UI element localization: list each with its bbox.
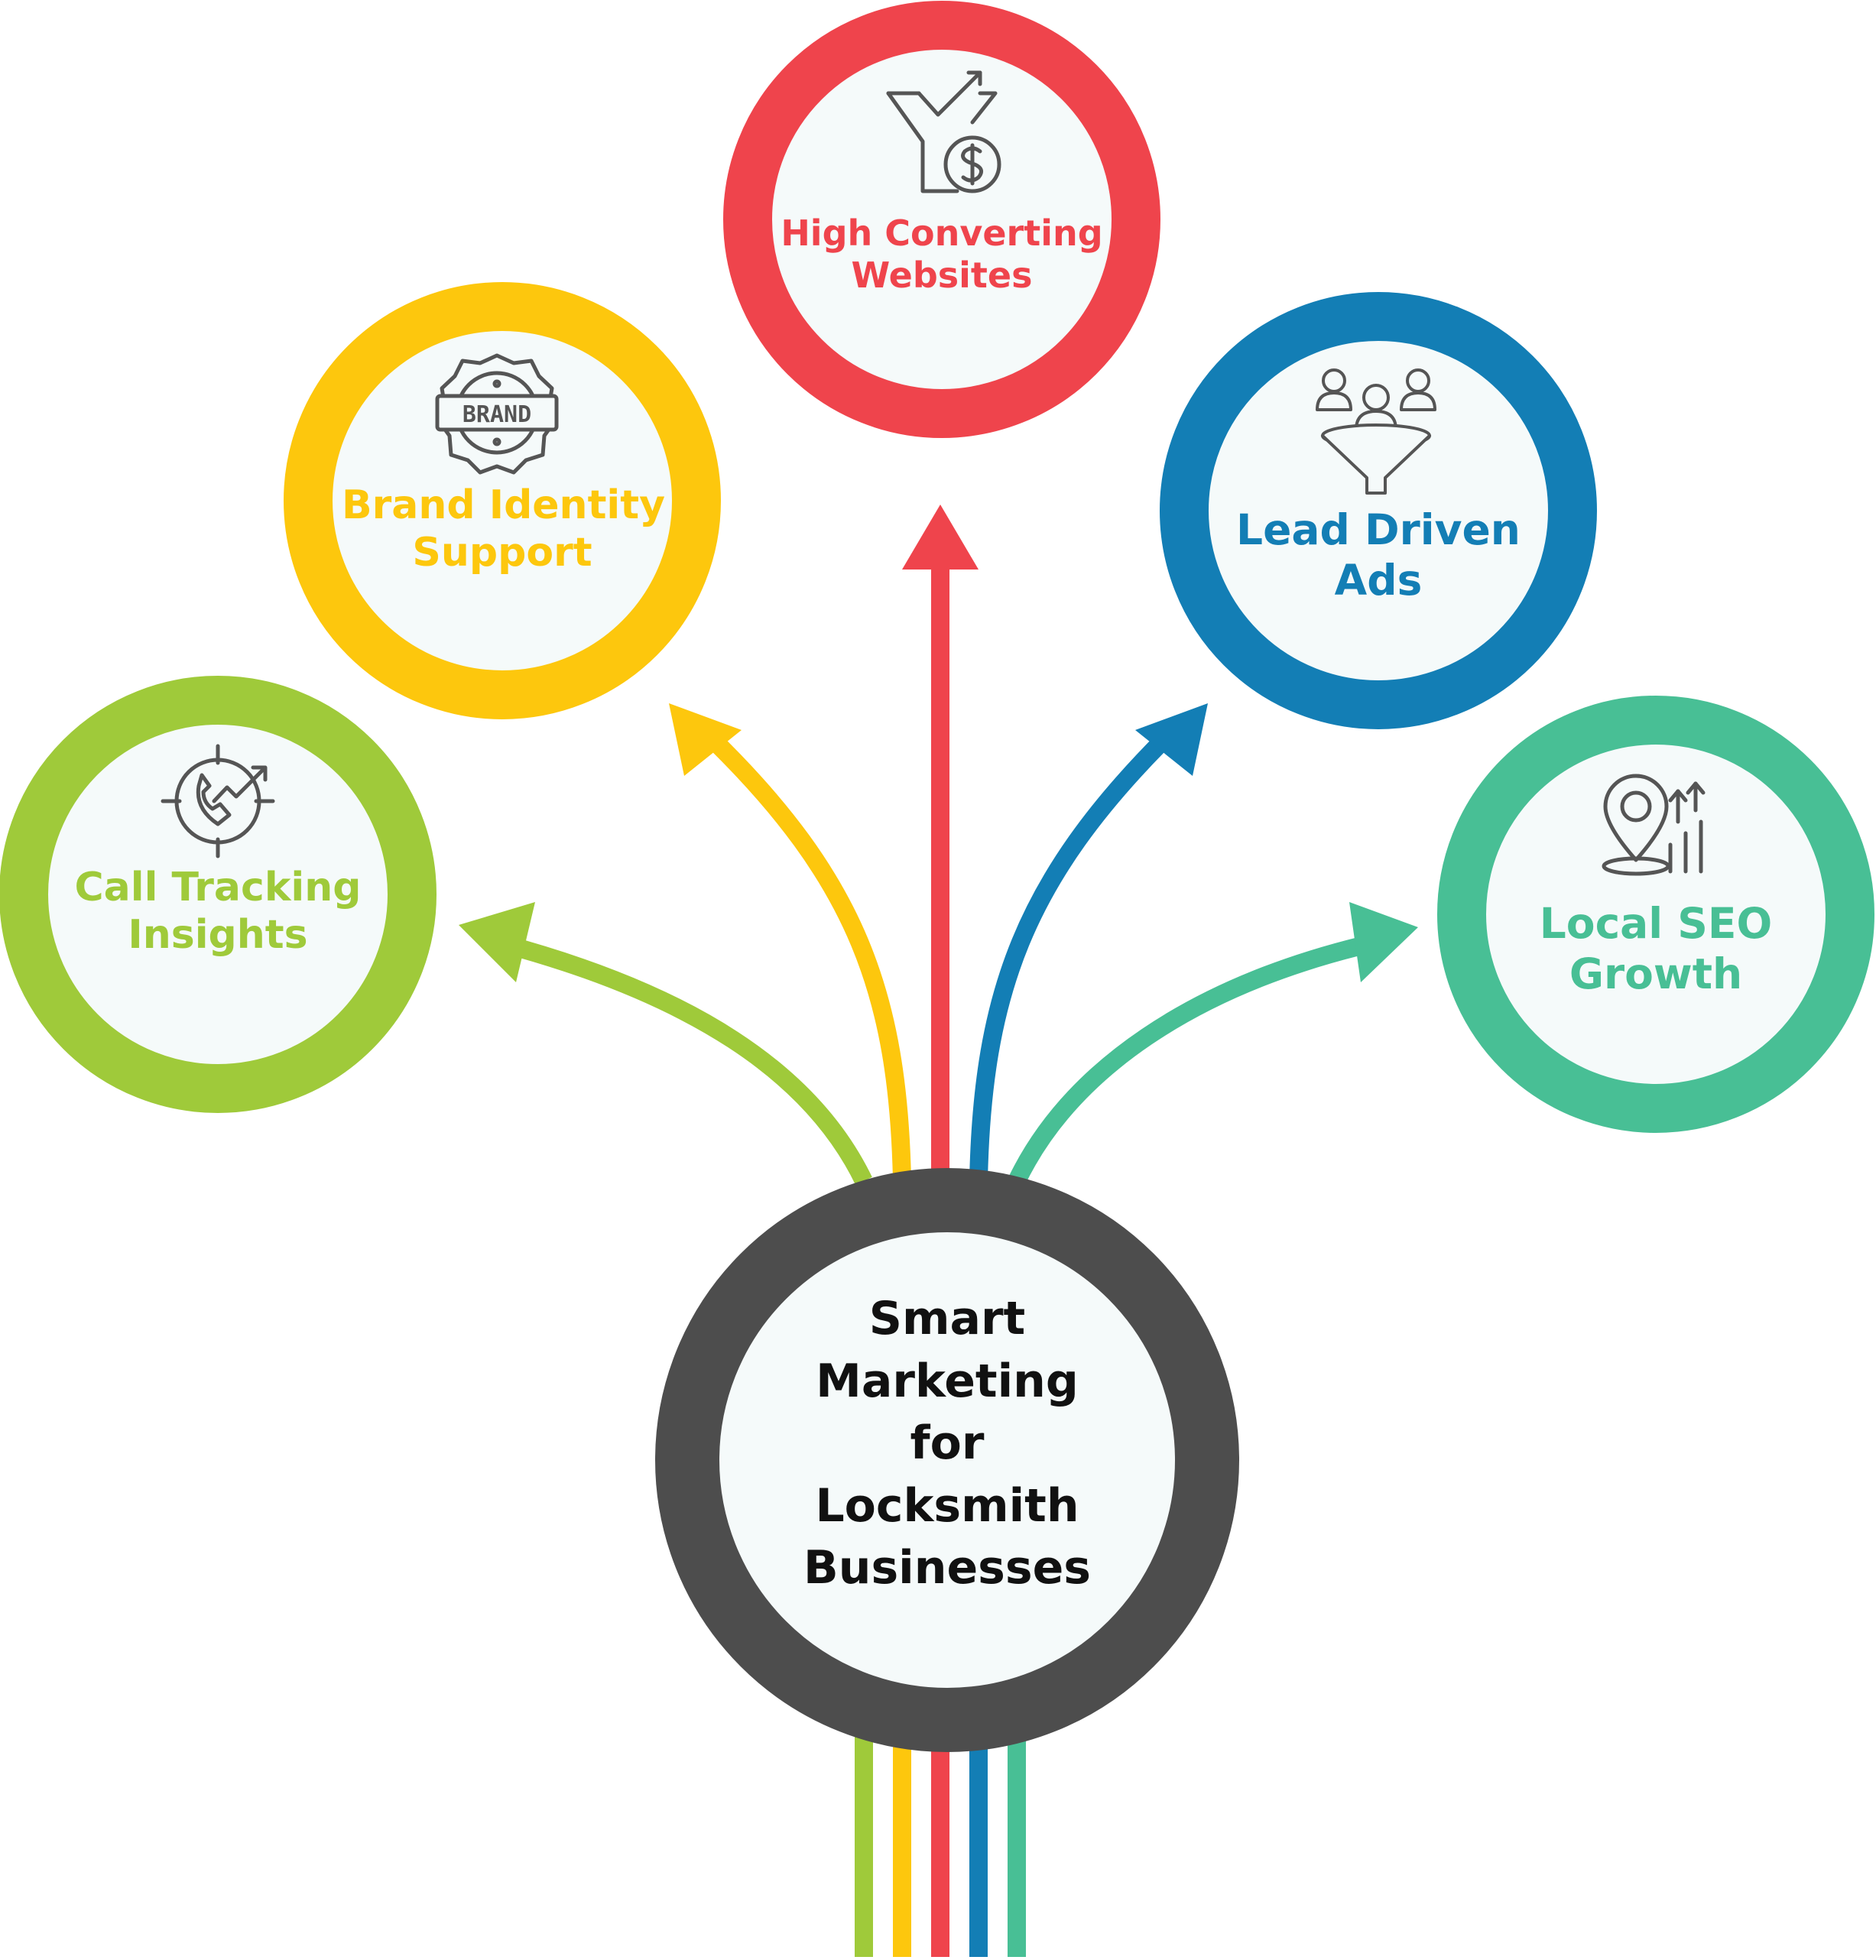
node-label-high-converting: High Converting Websites [766,213,1118,297]
node-label-local-seo: Local SEO Growth [1503,898,1809,999]
center-label: Smart Marketing for Locksmith Businesses [756,1288,1138,1600]
arrowhead-lead-driven [1135,703,1208,776]
center-label-line-2: Marketing [816,1354,1079,1408]
person-right-icon [1400,368,1436,411]
funnel-dollar-icon [886,70,1001,193]
brand-badge-icon: BRAND [435,353,559,475]
center-label-line-4: Locksmith [815,1478,1079,1533]
node-circle-local-seo [1437,696,1874,1133]
node-circle-brand-identity [284,282,721,719]
node-label-brand-identity-line-2: Support [412,530,592,576]
center-label-line-3: for [910,1416,985,1471]
brand-badge-text: BRAND [463,401,531,428]
arrowhead-high-converting [902,505,979,570]
arrow-lead-driven [969,731,1173,1182]
node-label-call-tracking: Call Tracking Insights [65,864,371,959]
map-pin-growth-icon [1602,774,1706,876]
node-circles [0,1,1874,1752]
node-circle-call-tracking [0,676,437,1113]
node-label-local-seo-line-2: Growth [1569,949,1743,998]
branch-arrows [459,505,1418,1186]
phone-tracking-icon [161,744,275,858]
center-label-line-1: Smart [868,1292,1026,1345]
node-label-high-converting-line-1: High Converting [781,213,1103,254]
arrow-local-seo [1008,935,1371,1186]
person-left-icon [1316,368,1352,411]
arrowhead-local-seo [1349,902,1418,982]
root-stems [855,1735,1026,1957]
node-label-lead-driven-line-2: Ads [1334,556,1423,605]
node-label-call-tracking-line-2: Insights [128,912,308,959]
node-label-lead-driven-line-1: Lead Driven [1236,505,1521,554]
node-label-local-seo-line-1: Local SEO [1539,899,1773,948]
node-label-brand-identity-line-1: Brand Identity [342,482,666,528]
arrowhead-brand-identity [669,703,742,776]
arrowhead-call-tracking [459,902,535,982]
arrow-call-tracking [501,935,872,1186]
lead-funnel-icon [1316,368,1436,495]
node-label-lead-driven: Lead Driven Ads [1225,505,1531,605]
node-label-brand-identity: Brand Identity Support [342,482,666,577]
center-circle [655,1168,1239,1752]
node-circle-lead-driven [1160,292,1597,729]
node-label-call-tracking-line-1: Call Tracking [74,865,362,910]
node-circle-high-converting [723,1,1160,438]
arrow-brand-identity [704,731,911,1182]
center-label-line-5: Businesses [803,1541,1091,1595]
node-label-high-converting-line-2: Websites [851,255,1033,297]
